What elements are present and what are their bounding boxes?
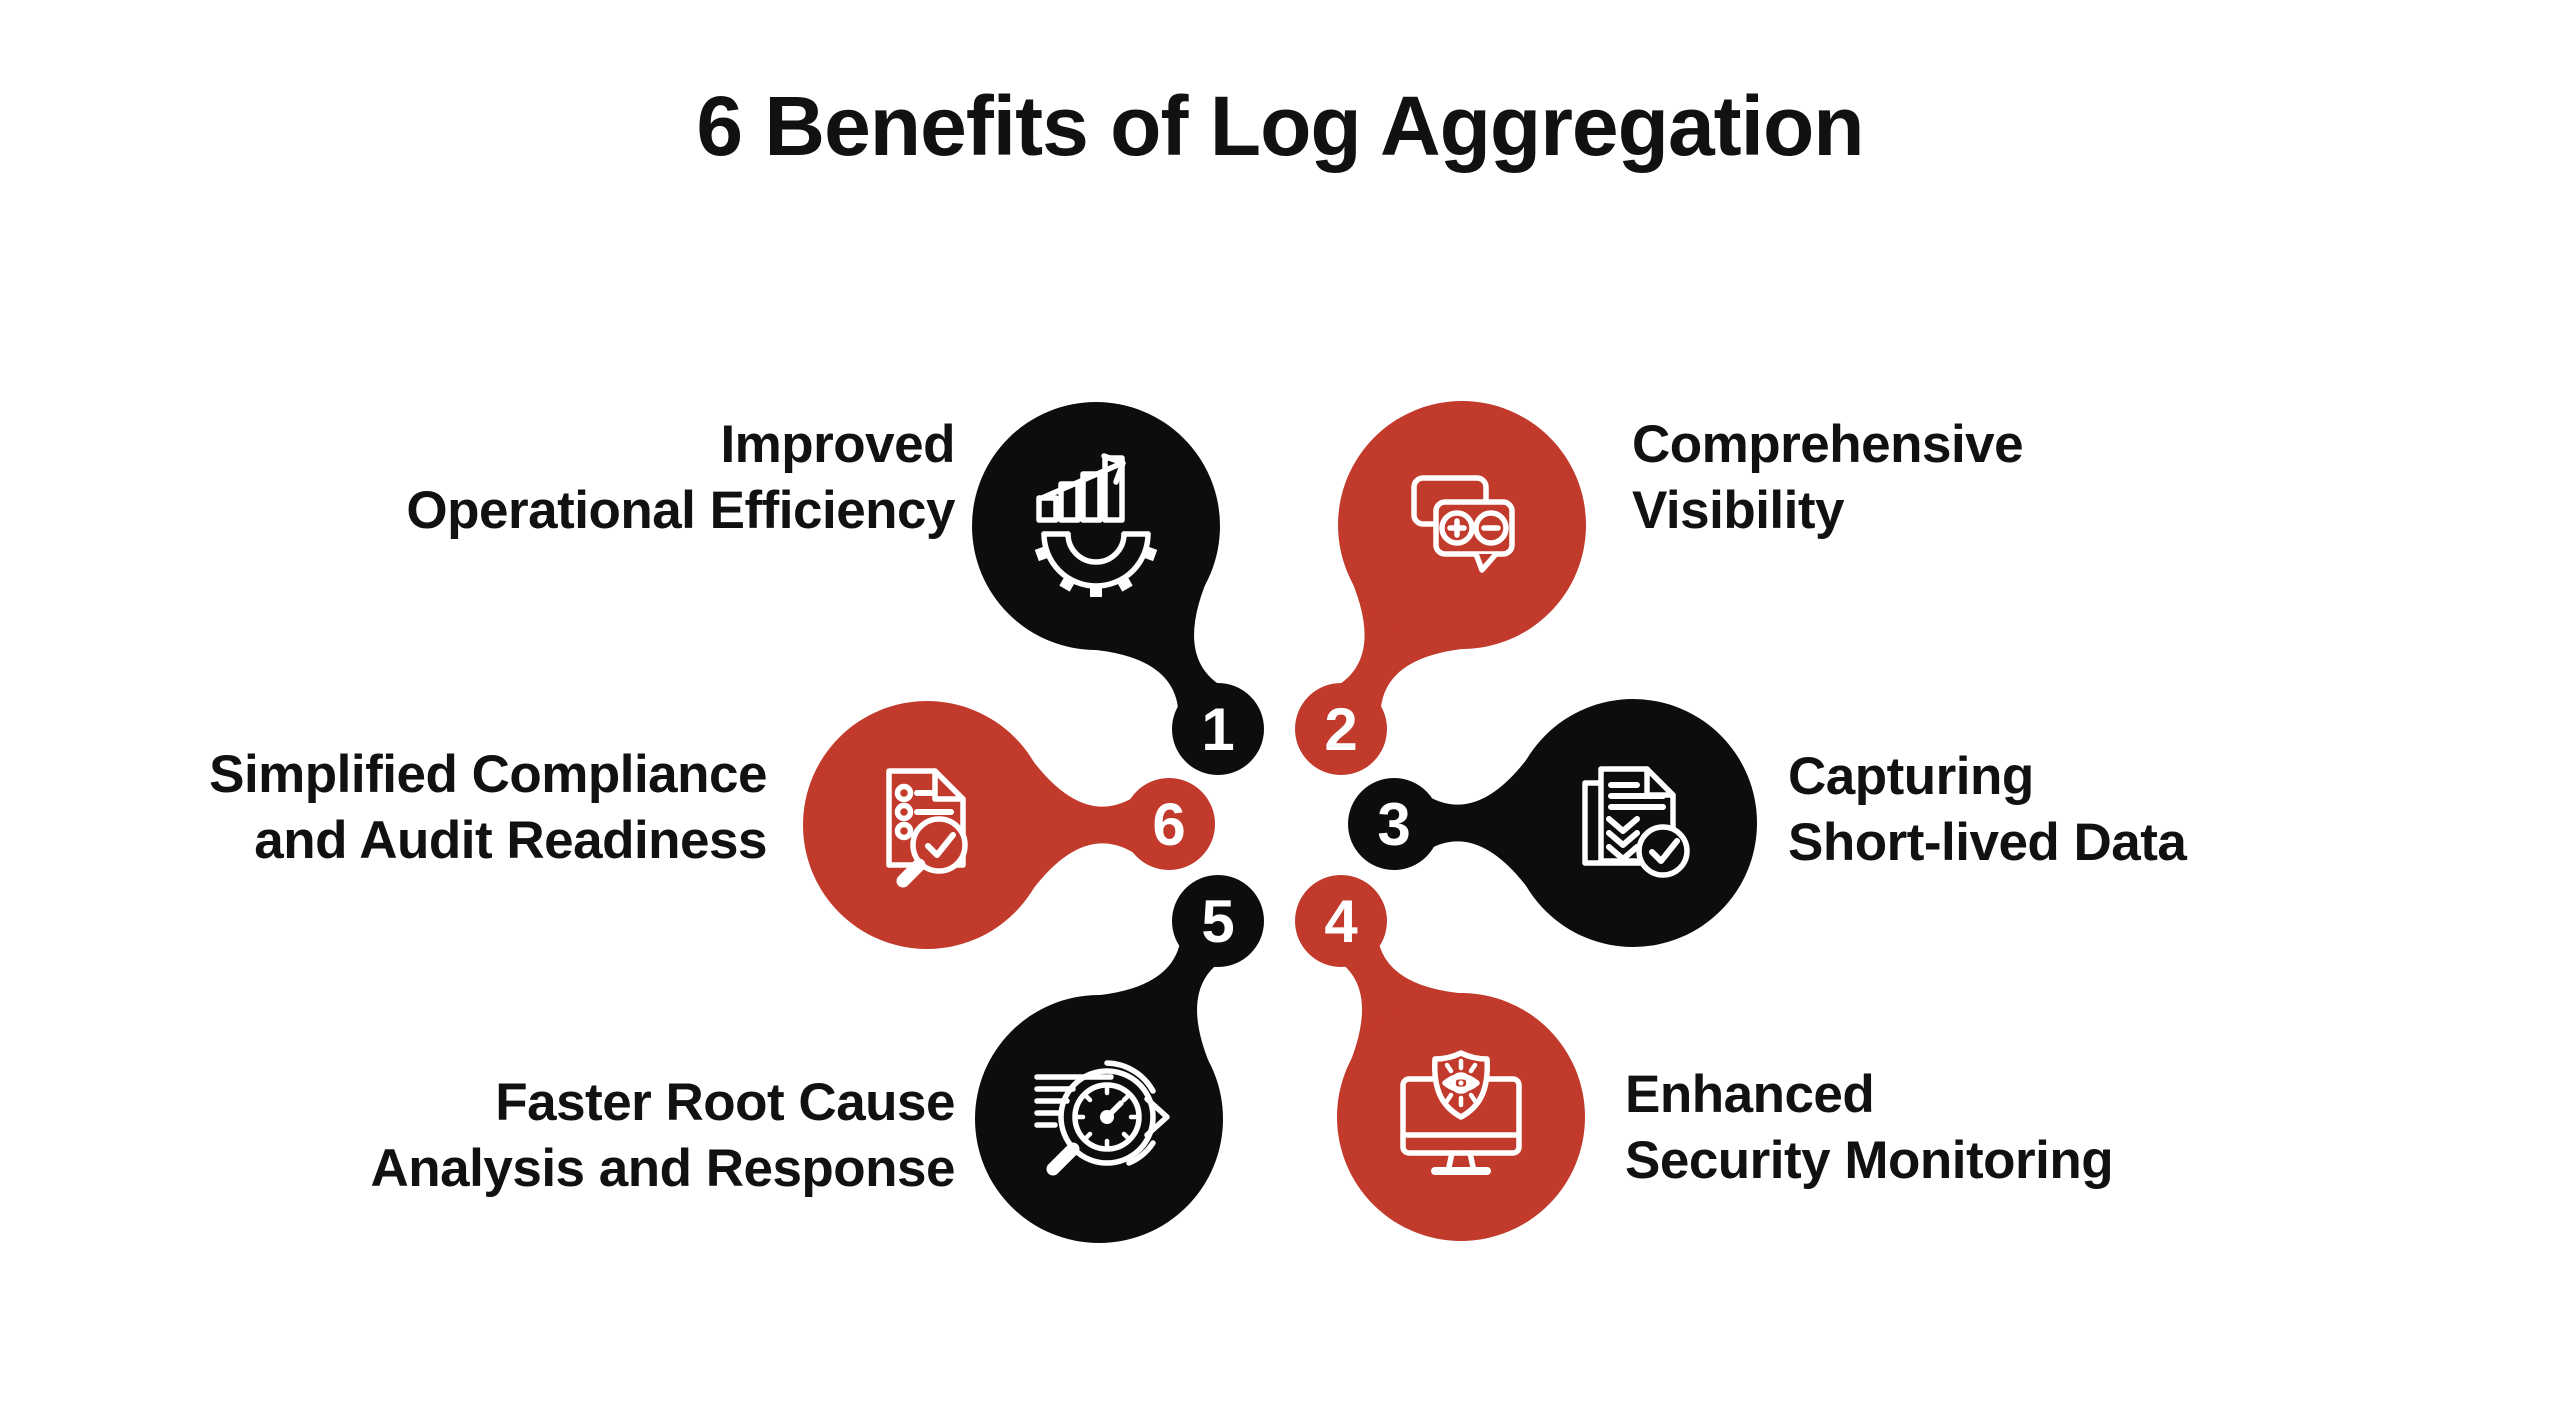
benefit-label-line: Capturing <box>1788 747 2034 806</box>
benefit-number-badge <box>1172 683 1264 775</box>
monitor-shield-eye-icon <box>1400 1050 1522 1175</box>
benefit-label-3: Capturing Short-lived Data <box>1788 744 2488 876</box>
page-title: 6 Benefits of Log Aggregation <box>696 79 1864 173</box>
benefit-number: 1 <box>1201 696 1234 763</box>
benefit-number: 3 <box>1377 791 1410 858</box>
benefit-circle <box>972 402 1220 650</box>
benefit-label-line: Improved <box>720 415 955 474</box>
benefit-number: 5 <box>1201 888 1234 955</box>
magnifier-gauge-arrow-icon <box>1034 1060 1170 1176</box>
connector-neck <box>1423 745 1537 901</box>
benefit-label-line: and Audit Readiness <box>254 811 767 870</box>
benefit-node-6: 6 <box>803 701 1215 949</box>
benefit-number-badge <box>1123 778 1215 870</box>
benefit-node-1: 1 <box>972 402 1264 775</box>
benefit-node-2: 2 <box>1295 401 1586 775</box>
chat-bubbles-plus-minus-icon <box>1411 475 1515 573</box>
benefit-number-badge <box>1295 683 1387 775</box>
benefit-label-line: Faster Root Cause <box>495 1073 955 1132</box>
connector-neck <box>1078 568 1230 722</box>
gear-bar-chart-icon <box>1034 453 1158 597</box>
benefit-node-5: 5 <box>975 875 1264 1243</box>
benefit-label-6: Simplified Compliance and Audit Readines… <box>67 742 767 874</box>
document-checklist-check-icon <box>1582 766 1690 878</box>
benefit-number: 6 <box>1152 791 1185 858</box>
benefit-node-3: 3 <box>1348 699 1757 947</box>
benefit-number-badge <box>1295 875 1387 967</box>
benefit-label-line: Simplified Compliance <box>209 745 767 804</box>
benefit-label-2: Comprehensive Visibility <box>1632 412 2332 544</box>
benefit-label-line: Short-lived Data <box>1788 813 2187 872</box>
benefit-number-badge <box>1172 875 1264 967</box>
connector-neck <box>1023 747 1137 903</box>
benefit-label-line: Analysis and Response <box>370 1139 956 1198</box>
benefit-number: 4 <box>1324 888 1358 955</box>
benefit-number-badge <box>1348 778 1440 870</box>
connector-neck <box>1081 923 1233 1077</box>
benefit-label-4: Enhanced Security Monitoring <box>1625 1062 2325 1194</box>
benefit-label-line: Operational Efficiency <box>406 481 955 540</box>
connector-neck <box>1328 567 1481 721</box>
half-gear <box>1034 531 1158 597</box>
benefit-label-5: Faster Root Cause Analysis and Response <box>255 1070 956 1202</box>
benefit-label-line: Enhanced <box>1625 1065 1875 1124</box>
document-magnifier-check-icon <box>886 768 968 888</box>
benefit-label-line: Visibility <box>1632 481 1845 540</box>
benefit-label-1: Improved Operational Efficiency <box>255 412 955 544</box>
benefit-node-4: 4 <box>1295 875 1585 1241</box>
benefit-number: 2 <box>1324 696 1357 763</box>
benefit-label-line: Comprehensive <box>1632 415 2024 474</box>
benefit-circle <box>975 995 1223 1243</box>
benefit-label-line: Security Monitoring <box>1625 1131 2114 1190</box>
